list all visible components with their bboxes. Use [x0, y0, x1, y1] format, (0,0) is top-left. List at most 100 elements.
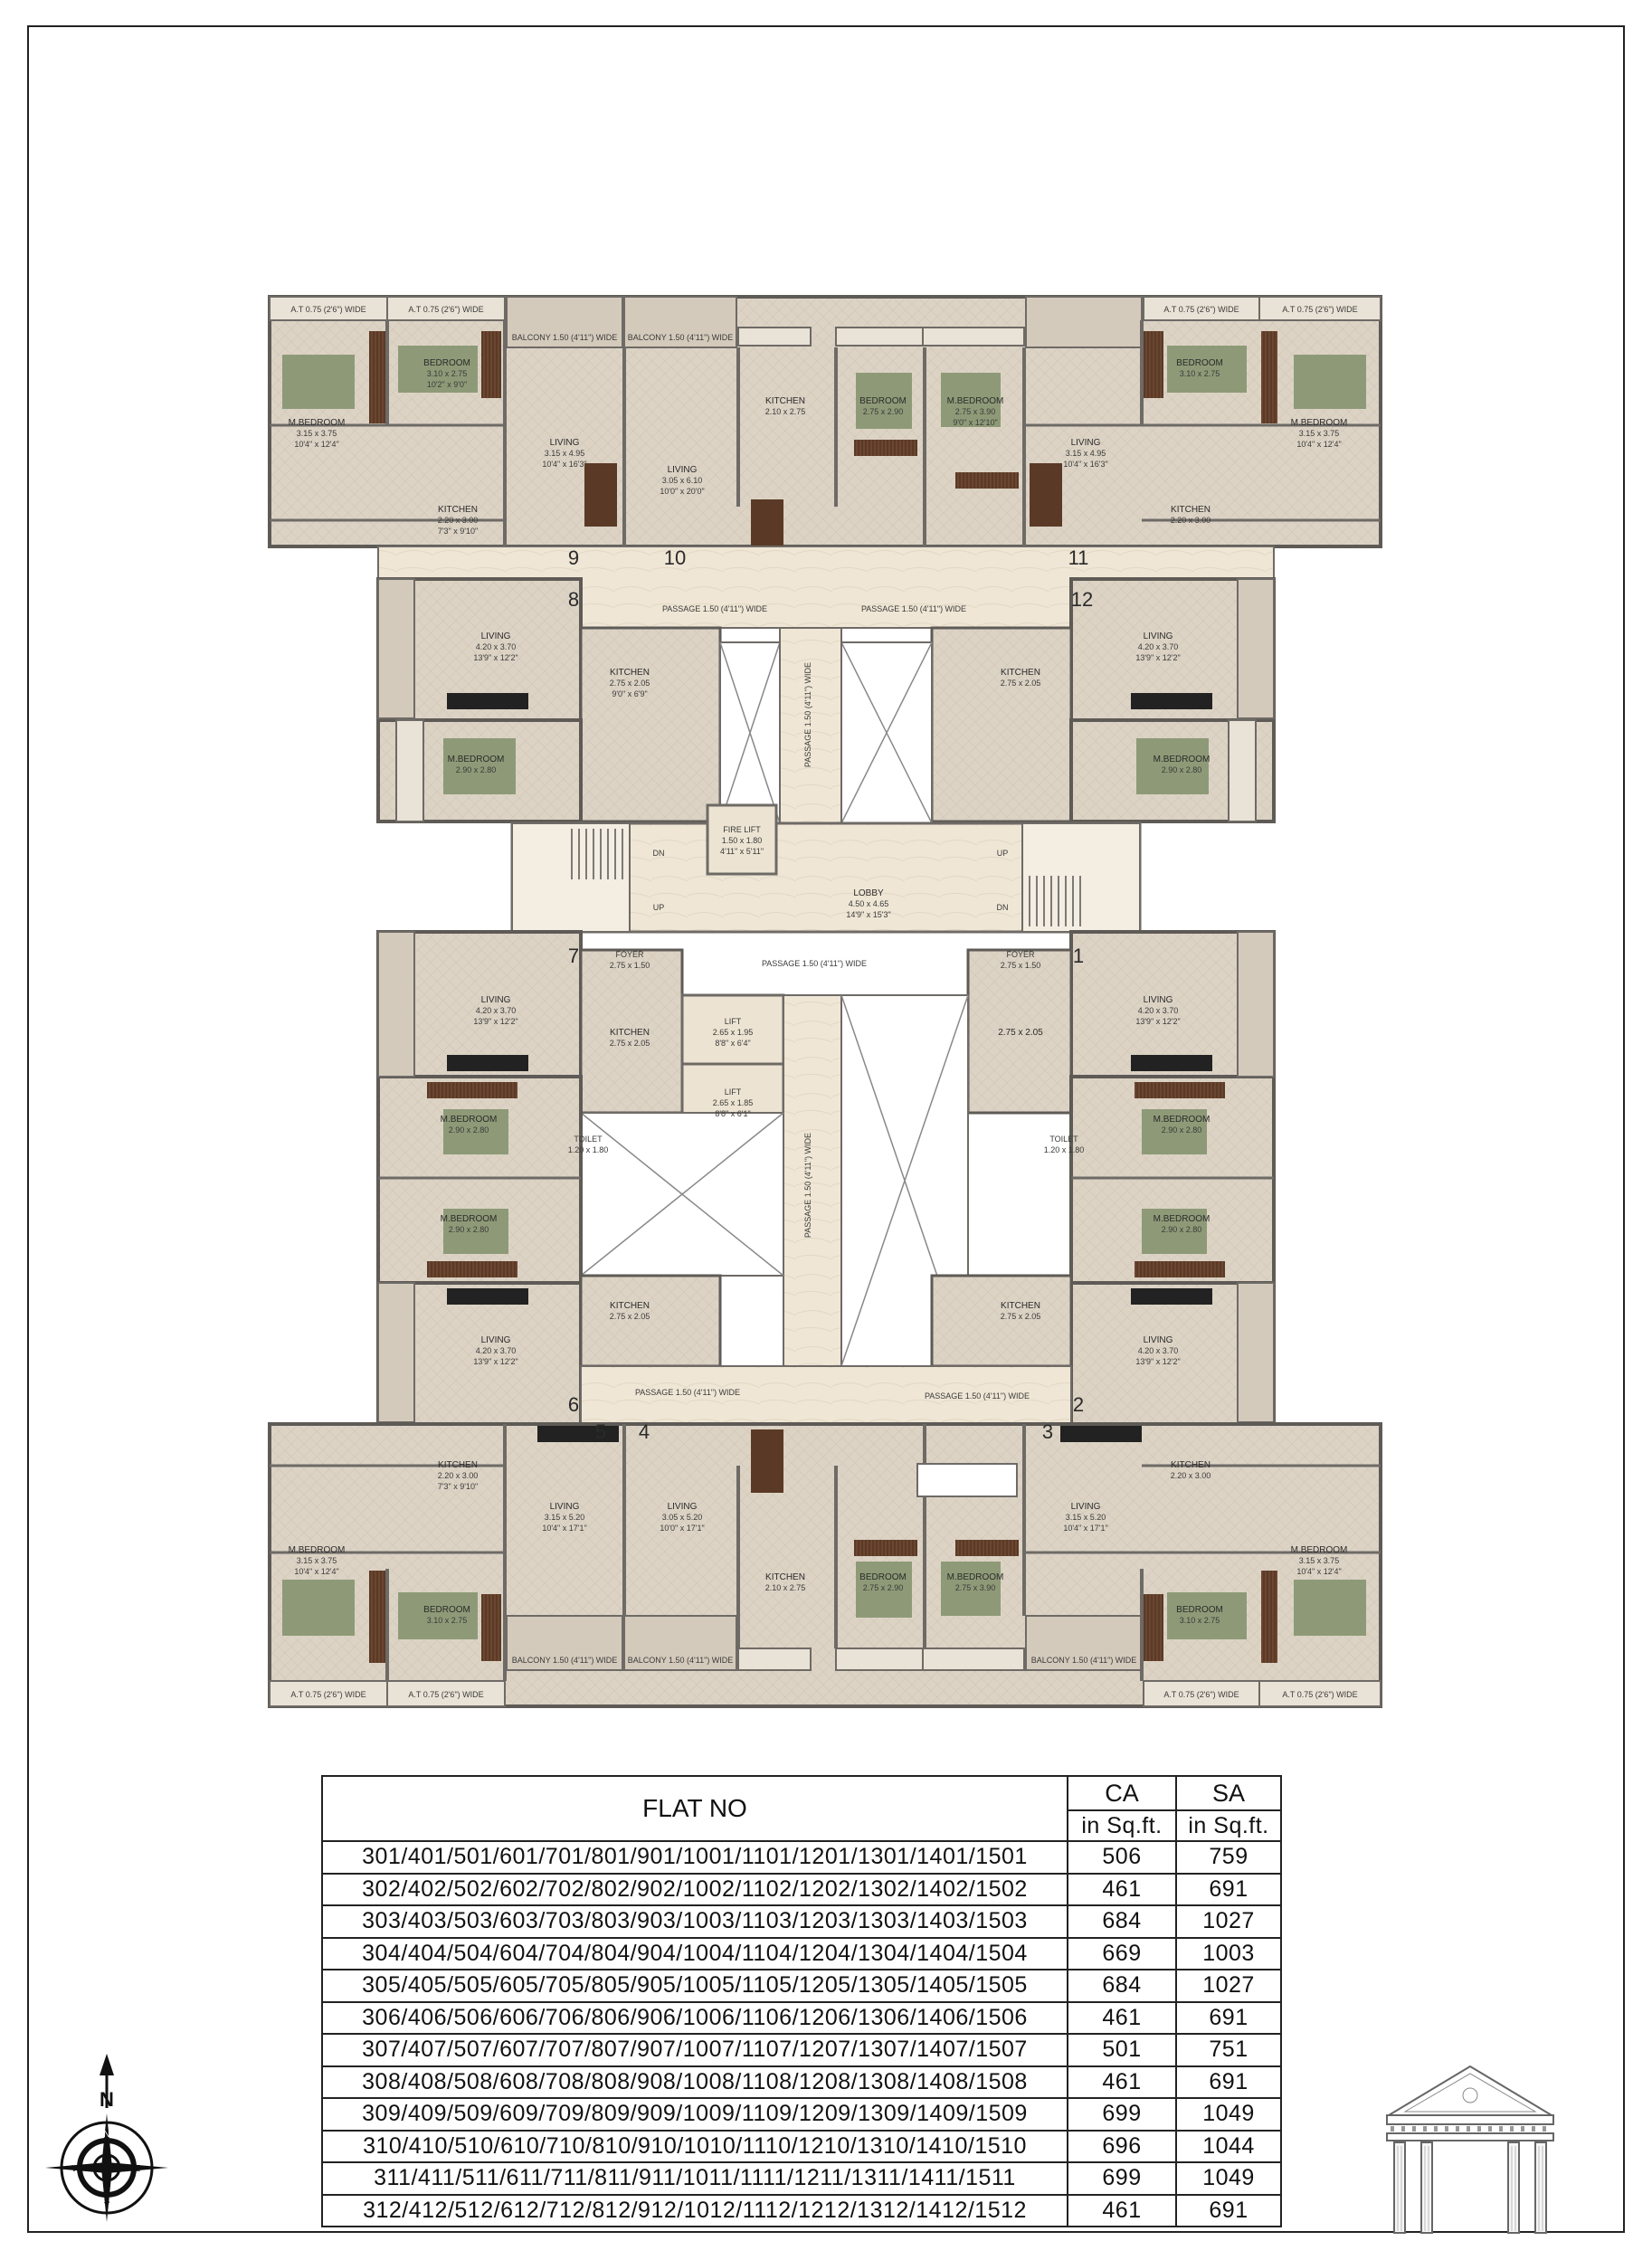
flat-cell: 303/403/503/603/703/803/903/1003/1103/12…: [321, 1904, 1068, 1939]
floor-plan: PASSAGE 1.50 (4'11") WIDE PASSAGE 1.50 (…: [268, 295, 1382, 1708]
sa-cell: 691: [1175, 2000, 1282, 2035]
room-kitchen-9: KITCHEN: [438, 505, 478, 515]
room-mbed-5-ft: 10'4" x 12'4": [294, 1567, 338, 1576]
ca-cell: 696: [1067, 2129, 1177, 2163]
room-mbed-9: M.BEDROOM: [289, 418, 346, 428]
table-row: 302/402/502/602/702/802/902/1002/1102/12…: [321, 1872, 1282, 1906]
room-mbed-6-dim: 2.90 x 2.80: [449, 1225, 489, 1234]
unit-number-7: 7: [568, 945, 579, 967]
passage-label-1: PASSAGE 1.50 (4'11") WIDE: [662, 604, 767, 613]
passage-label-6: PASSAGE 1.50 (4'11") WIDE: [803, 662, 812, 767]
at-label-2: A.T 0.75 (2'6") WIDE: [408, 305, 483, 314]
lower-middle: [376, 930, 1276, 1426]
passage-label-4: PASSAGE 1.50 (4'11") WIDE: [635, 1388, 740, 1397]
room-bed-5: BEDROOM: [423, 1605, 470, 1615]
ca-cell: 461: [1067, 1872, 1177, 1906]
room-mbed-11-dim: 3.15 x 3.75: [1299, 429, 1340, 438]
header-ca-unit: in Sq.ft.: [1067, 1809, 1177, 1842]
area-table: FLAT NO CA SA in Sq.ft. in Sq.ft. 301/40…: [321, 1775, 1282, 2227]
room-mbed-1: M.BEDROOM: [1154, 1115, 1211, 1125]
passage-label-3: PASSAGE 1.50 (4'11") WIDE: [762, 959, 867, 968]
lift-2-ft: 8'8" x 6'1": [715, 1109, 750, 1118]
room-bed-9: BEDROOM: [423, 358, 470, 368]
room-mbed-9-ft: 10'4" x 12'4": [294, 440, 338, 449]
unit-number-10: 10: [664, 546, 686, 569]
room-living-10-ft: 10'0" x 20'0": [660, 487, 704, 496]
room-living-10-dim: 3.05 x 6.10: [662, 476, 703, 485]
room-bed-10-dim: 2.75 x 2.90: [863, 407, 904, 416]
room-kitchen-10-dim: 2.10 x 2.75: [765, 407, 806, 416]
room-bed-3-dim: 3.10 x 2.75: [1180, 1616, 1220, 1625]
room-kitchen-9-dim: 2.20 x 3.00: [438, 516, 479, 525]
ca-cell: 684: [1067, 1969, 1177, 2003]
flat-cell: 306/406/506/606/706/806/906/1006/1106/12…: [321, 2000, 1068, 2035]
table-row: 309/409/509/609/709/809/909/1009/1109/12…: [321, 2097, 1282, 2132]
table-row: 307/407/507/607/707/807/907/1007/1107/12…: [321, 2033, 1282, 2067]
room-bed-4: BEDROOM: [859, 1572, 907, 1582]
room-living-5-ft: 10'4" x 17'1": [542, 1524, 586, 1533]
flat-cell: 304/404/504/604/704/804/904/1004/1104/12…: [321, 1936, 1068, 1970]
flat-cell: 308/408/508/608/708/808/908/1008/1108/12…: [321, 2065, 1068, 2099]
header-ca: CA: [1067, 1775, 1177, 1811]
room-bed-5-dim: 3.10 x 2.75: [427, 1616, 468, 1625]
compass-east-label: E: [135, 2164, 141, 2174]
passage-label-7: PASSAGE 1.50 (4'11") WIDE: [803, 1133, 812, 1238]
room-bed-3: BEDROOM: [1176, 1605, 1223, 1615]
room-kitchen-2: KITCHEN: [1001, 1301, 1040, 1311]
table-row: 310/410/510/610/710/810/910/1010/1110/12…: [321, 2129, 1282, 2163]
header-flat-no: FLAT NO: [321, 1775, 1068, 1842]
room-kitchen-12-dim: 2.75 x 2.05: [1001, 679, 1041, 688]
balcony-label-3: BALCONY 1.50 (4'11") WIDE: [512, 1656, 618, 1665]
room-living-12-ft: 13'9" x 12'2": [1135, 653, 1180, 662]
table-row: 311/411/511/611/711/811/911/1011/1111/12…: [321, 2161, 1282, 2196]
temple-logo-icon: [1385, 2065, 1555, 2234]
room-living-9: LIVING: [550, 438, 580, 448]
compass-n-small: N: [103, 2130, 109, 2140]
balcony-label-1: BALCONY 1.50 (4'11") WIDE: [512, 333, 618, 342]
foyer-dim-2: 2.75 x 1.50: [1001, 961, 1041, 970]
ca-cell: 461: [1067, 2193, 1177, 2227]
room-kitchen-5: KITCHEN: [438, 1460, 478, 1470]
at-label-6: A.T 0.75 (2'6") WIDE: [408, 1690, 483, 1699]
room-living-6-ft: 13'9" x 12'2": [473, 1357, 517, 1366]
upper-middle: [376, 546, 1276, 824]
room-kitchen-5-dim: 2.20 x 3.00: [438, 1471, 479, 1480]
flat-cell: 311/411/511/611/711/811/911/1011/1111/12…: [321, 2161, 1068, 2196]
room-kitchen-3-dim: 2.20 x 3.00: [1171, 1471, 1211, 1480]
room-mbed-5-dim: 3.15 x 3.75: [297, 1556, 337, 1565]
plan-labels: PASSAGE 1.50 (4'11") WIDE PASSAGE 1.50 (…: [289, 305, 1358, 1699]
balcony-label-5: BALCONY 1.50 (4'11") WIDE: [1031, 1656, 1137, 1665]
room-kitchen-12: KITCHEN: [1001, 668, 1040, 678]
room-living-5: LIVING: [550, 1502, 580, 1512]
table-row: 312/412/512/612/712/812/912/1012/1112/12…: [321, 2193, 1282, 2227]
room-living-3-ft: 10'4" x 17'1": [1063, 1524, 1107, 1533]
lift-1-ft: 8'8" x 6'4": [715, 1039, 750, 1048]
header-sa-unit: in Sq.ft.: [1175, 1809, 1282, 1842]
room-mbed-2: M.BEDROOM: [1154, 1214, 1211, 1224]
room-kitchen-4: KITCHEN: [765, 1572, 805, 1582]
at-label-3: A.T 0.75 (2'6") WIDE: [1163, 305, 1239, 314]
room-living-11-ft: 10'4" x 16'3": [1063, 460, 1107, 469]
room-living-1-dim: 4.20 x 3.70: [1138, 1006, 1179, 1015]
room-kitchen-6-dim: 2.75 x 2.05: [610, 1312, 650, 1321]
lobby-dim: 4.50 x 4.65: [849, 899, 889, 908]
at-label-4: A.T 0.75 (2'6") WIDE: [1282, 305, 1357, 314]
ca-cell: 669: [1067, 1936, 1177, 1970]
room-mbed-3-dim: 3.15 x 3.75: [1299, 1556, 1340, 1565]
unit-number-1: 1: [1073, 945, 1084, 967]
sa-cell: 1003: [1175, 1936, 1282, 1970]
room-living-11-dim: 3.15 x 4.95: [1066, 449, 1106, 458]
room-mbed-7: M.BEDROOM: [441, 1115, 498, 1125]
room-living-5-dim: 3.15 x 5.20: [545, 1513, 585, 1522]
room-living-2-ft: 13'9" x 12'2": [1135, 1357, 1180, 1366]
sa-cell: 1044: [1175, 2129, 1282, 2163]
room-mbed-7-dim: 2.90 x 2.80: [449, 1125, 489, 1135]
room-living-6: LIVING: [481, 1335, 511, 1345]
lift-2-dim: 2.65 x 1.85: [713, 1098, 754, 1107]
sa-cell: 1027: [1175, 1904, 1282, 1939]
room-mbed-5: M.BEDROOM: [289, 1545, 346, 1555]
room-living-4-ft: 10'0" x 17'1": [660, 1524, 704, 1533]
room-bed-10: BEDROOM: [859, 396, 907, 406]
room-kitchen-4-dim: 2.10 x 2.75: [765, 1583, 806, 1592]
room-mbed-4: M.BEDROOM: [947, 1572, 1004, 1582]
